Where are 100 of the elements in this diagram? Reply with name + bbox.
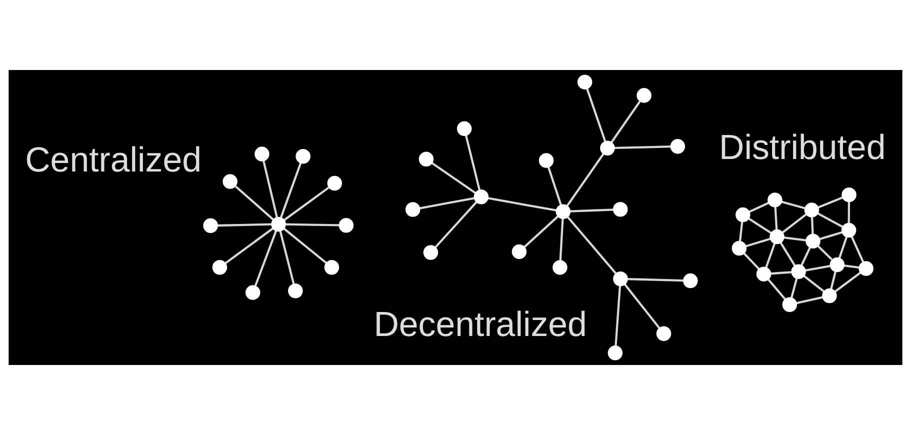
node-circle [203,218,218,234]
connector [830,271,837,290]
connector [745,238,771,248]
node-circle [418,152,434,167]
connector [790,278,798,298]
label: Centralized [25,140,202,180]
connector [810,217,814,234]
node-circle [822,288,837,304]
connector [800,247,811,266]
connector [586,88,606,142]
connector [838,236,848,258]
node-circle [254,146,270,162]
connector [817,245,832,260]
node-circle [736,207,750,222]
node-circle [768,192,782,208]
connector [770,271,792,275]
node-circle [512,244,527,260]
connector [738,222,744,242]
connector [262,160,278,218]
connector [614,146,671,150]
node-circle [327,176,342,191]
connector [820,231,842,240]
connector [523,215,559,248]
node-circle [842,187,856,202]
connector [844,264,860,269]
connector [280,162,302,218]
connector [803,275,825,292]
connector [254,230,278,286]
connector [434,201,478,248]
node-circle [222,174,238,189]
node-circle [271,216,286,232]
node-circle [841,222,856,238]
connector [796,296,823,304]
connector [224,227,274,264]
connector [488,197,556,212]
node-circle [456,121,472,136]
connector [566,153,604,206]
connector [624,284,660,329]
node-circle [423,245,438,260]
connector [283,228,327,264]
node-circle [212,260,228,275]
node-circle [636,88,652,103]
connector [767,278,786,300]
connector [285,223,340,226]
node-circle [324,260,340,275]
node-circle [288,283,303,298]
connector [818,196,843,208]
node-circle [683,273,698,288]
connector [431,162,476,194]
connector [627,278,684,282]
connector [566,216,617,274]
label: Decentralized [374,304,587,344]
connector [850,236,864,263]
connector [765,242,776,268]
node-circle [782,297,798,312]
node-circle [791,264,806,280]
node-circle [804,202,820,218]
node-circle [656,326,672,341]
node-circle [732,240,747,256]
connector [559,218,564,261]
connector [548,167,562,206]
node-circle [296,149,310,164]
connector [817,212,844,228]
node-circle [577,74,592,90]
connector [748,202,770,213]
connector [610,100,641,144]
connector [834,272,862,292]
node-circle [338,218,354,233]
node-circle [608,346,623,360]
node-circle [405,202,420,217]
connector [614,286,622,346]
node-circle [552,260,568,275]
node-circle [830,257,845,272]
connector [279,230,295,285]
node-circle [556,204,570,219]
node-circle [600,140,615,156]
node-circle [806,234,820,248]
connector [774,206,778,230]
node-circle [538,153,554,168]
label: Distributed [719,128,886,167]
node-circle [670,139,686,154]
connector [848,202,850,224]
node-circle [245,285,260,300]
connector [217,223,272,227]
node-circle [474,190,489,204]
node-circle [770,229,784,244]
node-circle [756,266,772,282]
connector [570,208,614,212]
connector [284,186,330,222]
connector [748,218,772,234]
connector [419,197,475,210]
connector [234,186,274,220]
connector [805,264,831,272]
node-circle [612,202,628,217]
connector [782,214,807,234]
connector [743,252,760,270]
node-circle [858,261,874,276]
connector [464,135,481,190]
node-circle [613,271,628,286]
connector [780,242,796,266]
